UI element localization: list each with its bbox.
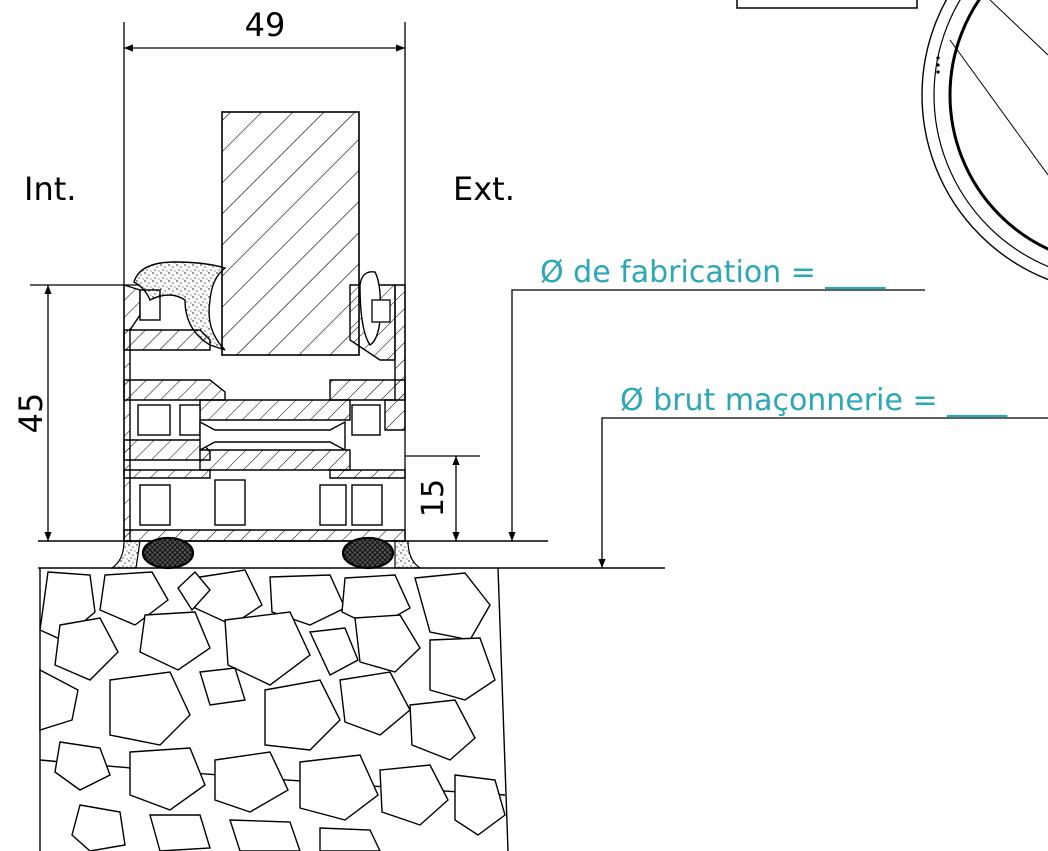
dimension-49-label: 49 <box>245 6 286 44</box>
seal-cord-left <box>141 536 195 570</box>
seal-cord-right <box>341 536 395 570</box>
gasket-left <box>133 261 227 351</box>
fabrication-diameter-label: Ø de fabrication = ____ <box>540 255 886 290</box>
masonry-diameter-label: Ø brut maçonnerie = ____ <box>620 383 1008 418</box>
title-box <box>736 0 918 9</box>
masonry-stones <box>38 567 665 851</box>
circle-detail <box>921 0 1048 281</box>
masonry-diameter-callout: Ø brut maçonnerie = ____ <box>598 383 1048 568</box>
fabrication-diameter-callout: Ø de fabrication = ____ <box>508 255 925 541</box>
dimension-45: 45 <box>12 284 140 541</box>
gasket-right <box>359 271 391 346</box>
exterior-label: Ext. <box>453 170 515 208</box>
dimension-49: 49 <box>124 6 405 52</box>
dimension-15-label: 15 <box>416 479 451 517</box>
dimension-45-label: 45 <box>12 393 50 434</box>
interior-label: Int. <box>24 170 76 208</box>
glazing-panel <box>221 111 360 356</box>
sealant-foam <box>110 540 422 569</box>
dimension-15: 15 <box>405 455 480 541</box>
